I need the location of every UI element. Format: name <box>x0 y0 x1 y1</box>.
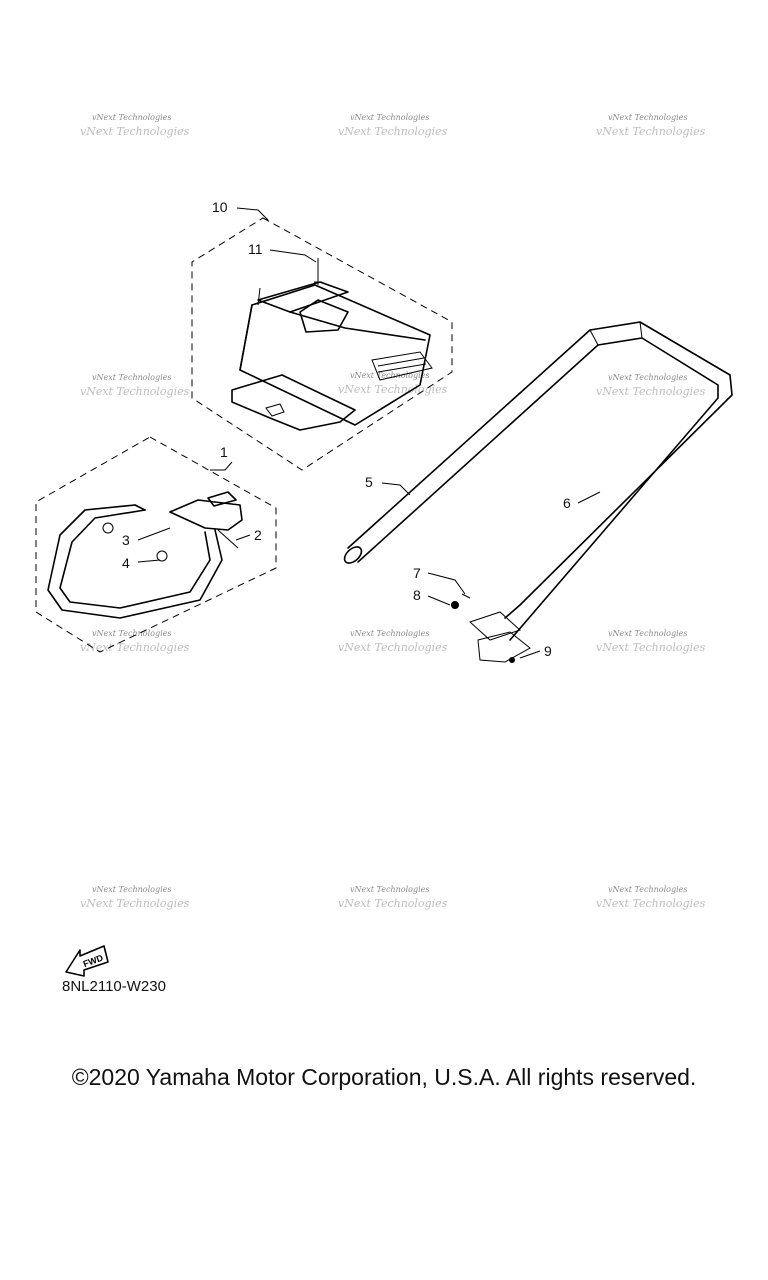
guard-assembly <box>35 436 277 653</box>
watermark: vNext Technologies vNext Technologies <box>596 885 706 910</box>
svg-text:vNext Technologies: vNext Technologies <box>92 629 171 638</box>
watermark: vNext Technologies vNext Technologies <box>338 885 448 910</box>
svg-text:vNext Technologies: vNext Technologies <box>338 125 448 138</box>
leader-lines <box>137 207 601 659</box>
svg-text:vNext Technologies: vNext Technologies <box>350 629 429 638</box>
guard-frame <box>47 491 243 619</box>
callout-3: 3 <box>122 532 130 548</box>
svg-text:vNext Technologies: vNext Technologies <box>596 641 706 654</box>
svg-text:vNext Technologies: vNext Technologies <box>80 897 190 910</box>
svg-text:vNext Technologies: vNext Technologies <box>80 641 190 654</box>
assembly-boundary-10 <box>191 217 453 471</box>
svg-text:vNext Technologies: vNext Technologies <box>350 885 429 894</box>
svg-text:vNext Technologies: vNext Technologies <box>608 885 687 894</box>
watermark: vNext Technologies vNext Technologies <box>338 371 448 396</box>
svg-text:vNext Technologies: vNext Technologies <box>608 629 687 638</box>
watermark: vNext Technologies vNext Technologies <box>80 629 190 654</box>
svg-text:vNext Technologies: vNext Technologies <box>350 371 429 380</box>
callout-11: 11 <box>248 241 263 257</box>
watermark: vNext Technologies vNext Technologies <box>80 885 190 910</box>
svg-text:vNext Technologies: vNext Technologies <box>92 373 171 382</box>
svg-text:vNext Technologies: vNext Technologies <box>338 897 448 910</box>
diagram-code: 8NL2110-W230 <box>62 978 166 995</box>
svg-text:vNext Technologies: vNext Technologies <box>596 385 706 398</box>
callout-8: 8 <box>413 587 421 603</box>
watermark: vNext Technologies vNext Technologies <box>596 373 706 398</box>
svg-text:vNext Technologies: vNext Technologies <box>608 113 687 122</box>
svg-text:vNext Technologies: vNext Technologies <box>338 641 448 654</box>
callout-5: 5 <box>365 474 373 490</box>
clamp-parts <box>451 593 531 663</box>
nut-9 <box>509 657 515 663</box>
bolt-11 <box>314 258 322 285</box>
watermark-grid: vNext Technologies vNext Technologies vNe… <box>80 113 706 910</box>
svg-text:vNext Technologies: vNext Technologies <box>92 885 171 894</box>
svg-text:vNext Technologies: vNext Technologies <box>80 385 190 398</box>
svg-text:vNext Technologies: vNext Technologies <box>608 373 687 382</box>
callout-9: 9 <box>544 643 552 659</box>
svg-text:vNext Technologies: vNext Technologies <box>338 383 448 396</box>
callout-labels: 1 2 3 4 5 6 7 8 9 10 11 <box>122 199 571 659</box>
callout-6: 6 <box>563 495 571 511</box>
svg-text:vNext Technologies: vNext Technologies <box>92 113 171 122</box>
copyright-notice: ©2020 Yamaha Motor Corporation, U.S.A. A… <box>71 1064 697 1090</box>
assembly-boundary-1 <box>35 436 277 653</box>
callout-7: 7 <box>413 565 421 581</box>
washer-7 <box>461 593 471 599</box>
watermark: vNext Technologies vNext Technologies <box>338 113 448 138</box>
watermark: vNext Technologies vNext Technologies <box>596 113 706 138</box>
svg-text:vNext Technologies: vNext Technologies <box>80 125 190 138</box>
callout-2: 2 <box>254 527 262 543</box>
bolt-8 <box>451 601 459 609</box>
callout-4: 4 <box>122 555 130 571</box>
fwd-arrow-icon: FWD <box>65 945 109 977</box>
svg-text:vNext Technologies: vNext Technologies <box>596 897 706 910</box>
watermark: vNext Technologies vNext Technologies <box>596 629 706 654</box>
svg-text:vNext Technologies: vNext Technologies <box>350 113 429 122</box>
callout-10: 10 <box>212 199 228 215</box>
callout-1: 1 <box>220 444 228 460</box>
bag-assembly <box>191 217 453 471</box>
watermark: vNext Technologies vNext Technologies <box>80 373 190 398</box>
bag-body <box>231 281 433 431</box>
watermark: vNext Technologies vNext Technologies <box>80 113 190 138</box>
handle-rail <box>343 321 733 641</box>
watermark: vNext Technologies vNext Technologies <box>338 629 448 654</box>
svg-text:vNext Technologies: vNext Technologies <box>596 125 706 138</box>
